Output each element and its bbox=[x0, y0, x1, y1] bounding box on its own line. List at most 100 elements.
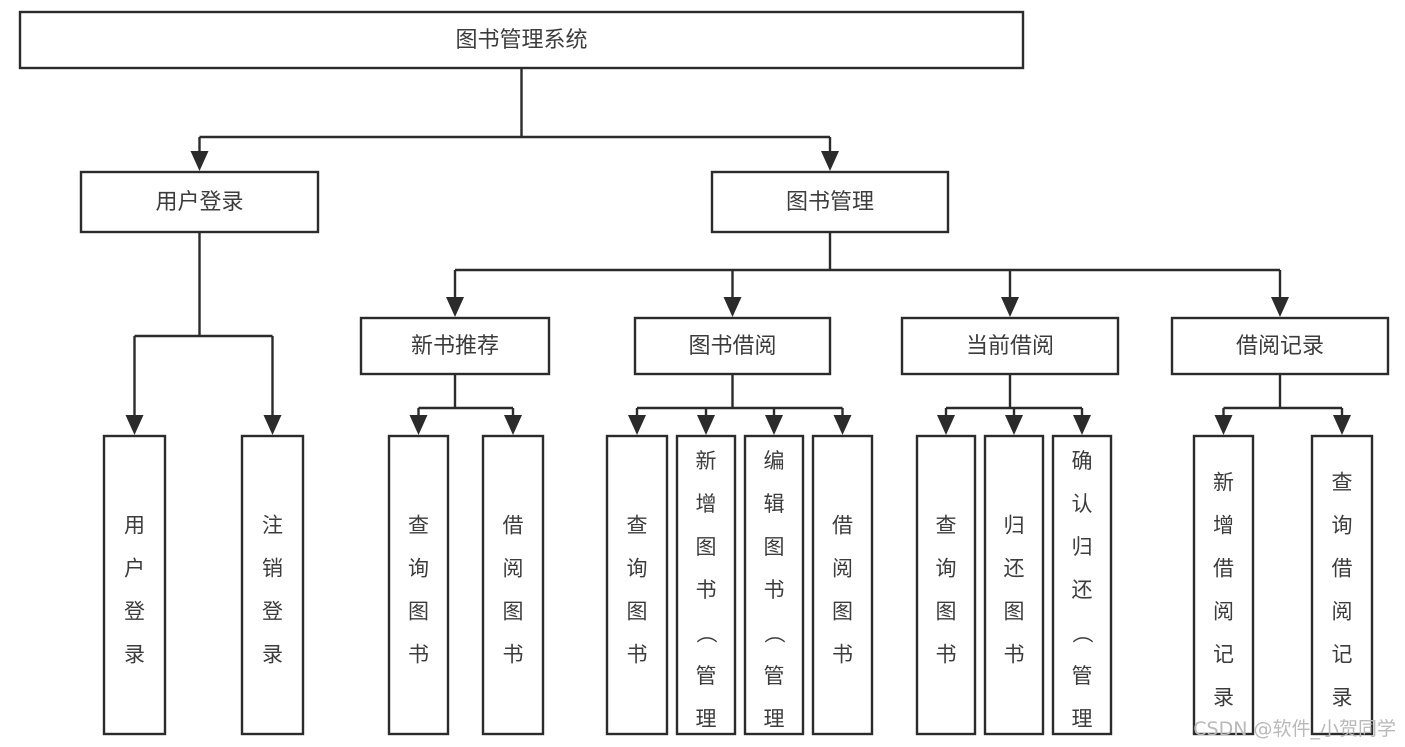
svg-text:（: （ bbox=[762, 623, 786, 644]
svg-text:借: 借 bbox=[503, 514, 524, 538]
svg-text:借: 借 bbox=[1213, 557, 1234, 581]
svg-text:图: 图 bbox=[1004, 600, 1025, 624]
svg-text:录: 录 bbox=[262, 643, 283, 667]
svg-text:记: 记 bbox=[1213, 643, 1234, 667]
node-box-leaf-query-book-1 bbox=[387, 434, 450, 736]
node-box-leaf-edit-book-admin bbox=[743, 434, 805, 736]
svg-text:询: 询 bbox=[408, 557, 429, 581]
arrow-head-icon bbox=[1001, 297, 1019, 317]
arrow-head-icon bbox=[1271, 297, 1289, 317]
svg-text:书: 书 bbox=[408, 643, 429, 667]
svg-text:图: 图 bbox=[503, 600, 524, 624]
svg-text:书: 书 bbox=[832, 643, 853, 667]
node-new-book-recommend[interactable]: 新书推荐 bbox=[359, 316, 551, 376]
arrow-head-icon bbox=[1333, 415, 1351, 435]
node-box-leaf-confirm-return-admin bbox=[1051, 434, 1113, 736]
svg-text:归: 归 bbox=[1004, 514, 1025, 538]
svg-text:销: 销 bbox=[262, 557, 283, 581]
node-user-login[interactable]: 用户登录 bbox=[79, 170, 320, 234]
node-label-root: 图书管理系统 bbox=[455, 28, 587, 53]
svg-text:新: 新 bbox=[1213, 471, 1234, 495]
svg-text:录: 录 bbox=[1332, 686, 1353, 710]
svg-text:理: 理 bbox=[1072, 707, 1093, 731]
svg-text:增: 增 bbox=[1213, 514, 1234, 538]
node-box-root bbox=[18, 10, 1025, 70]
svg-text:借: 借 bbox=[832, 514, 853, 538]
svg-text:询: 询 bbox=[627, 557, 648, 581]
svg-text:书: 书 bbox=[1004, 643, 1025, 667]
node-borrow-record[interactable]: 借阅记录 bbox=[1170, 316, 1390, 376]
svg-text:书: 书 bbox=[936, 643, 957, 667]
node-label-leaf-user-login: 用户登录 bbox=[124, 514, 145, 667]
svg-text:阅: 阅 bbox=[1332, 600, 1353, 624]
svg-text:书: 书 bbox=[627, 643, 648, 667]
node-box-leaf-logout-login bbox=[240, 434, 305, 736]
svg-text:书: 书 bbox=[503, 643, 524, 667]
arrow-head-icon bbox=[125, 415, 144, 435]
svg-text:录: 录 bbox=[1213, 686, 1234, 710]
node-box-leaf-query-book-2 bbox=[605, 434, 669, 736]
svg-text:户: 户 bbox=[124, 557, 145, 581]
node-layer: 图书管理系统用户登录图书管理新书推荐图书借阅当前借阅借阅记录用户登录注销登录查询… bbox=[18, 10, 1390, 747]
arrow-head-icon bbox=[263, 415, 282, 435]
node-current-borrow[interactable]: 当前借阅 bbox=[900, 316, 1120, 376]
node-box-user-login bbox=[79, 170, 320, 234]
svg-text:阅: 阅 bbox=[503, 557, 524, 581]
arrow-head-icon bbox=[765, 415, 783, 435]
node-book-manage[interactable]: 图书管理 bbox=[710, 170, 950, 234]
node-box-new-book-recommend bbox=[359, 316, 551, 376]
node-root[interactable]: 图书管理系统 bbox=[18, 10, 1025, 70]
node-box-current-borrow bbox=[900, 316, 1120, 376]
node-box-leaf-add-borrow-record bbox=[1192, 434, 1255, 736]
svg-text:辑: 辑 bbox=[764, 492, 785, 516]
node-leaf-user-login[interactable]: 用户登录 bbox=[102, 434, 167, 736]
svg-text:编: 编 bbox=[764, 449, 785, 473]
svg-text:新: 新 bbox=[696, 449, 717, 473]
svg-text:管: 管 bbox=[696, 664, 717, 688]
svg-text:图: 图 bbox=[764, 535, 785, 559]
svg-text:阅: 阅 bbox=[832, 557, 853, 581]
node-label-book-manage: 图书管理 bbox=[786, 190, 874, 215]
svg-text:用: 用 bbox=[124, 514, 145, 538]
svg-text:注: 注 bbox=[262, 514, 283, 538]
svg-text:认: 认 bbox=[1072, 492, 1093, 516]
svg-text:图: 图 bbox=[408, 600, 429, 624]
svg-text:记: 记 bbox=[1332, 643, 1353, 667]
arrow-head-icon bbox=[1214, 415, 1233, 435]
arrow-head-icon bbox=[723, 297, 742, 317]
node-label-borrow-record: 借阅记录 bbox=[1236, 334, 1324, 359]
node-book-borrow[interactable]: 图书借阅 bbox=[633, 316, 832, 376]
connector-layer bbox=[125, 68, 1351, 435]
svg-text:查: 查 bbox=[1332, 471, 1353, 495]
svg-text:登: 登 bbox=[124, 600, 145, 624]
arrow-head-icon bbox=[821, 151, 839, 171]
svg-text:理: 理 bbox=[764, 707, 785, 731]
svg-text:阅: 阅 bbox=[1213, 600, 1234, 624]
svg-text:询: 询 bbox=[1332, 514, 1353, 538]
arrow-head-icon bbox=[190, 151, 209, 171]
arrow-head-icon bbox=[1073, 415, 1091, 435]
svg-text:还: 还 bbox=[1072, 578, 1093, 602]
svg-text:查: 查 bbox=[936, 514, 957, 538]
arrow-head-icon bbox=[833, 415, 852, 435]
